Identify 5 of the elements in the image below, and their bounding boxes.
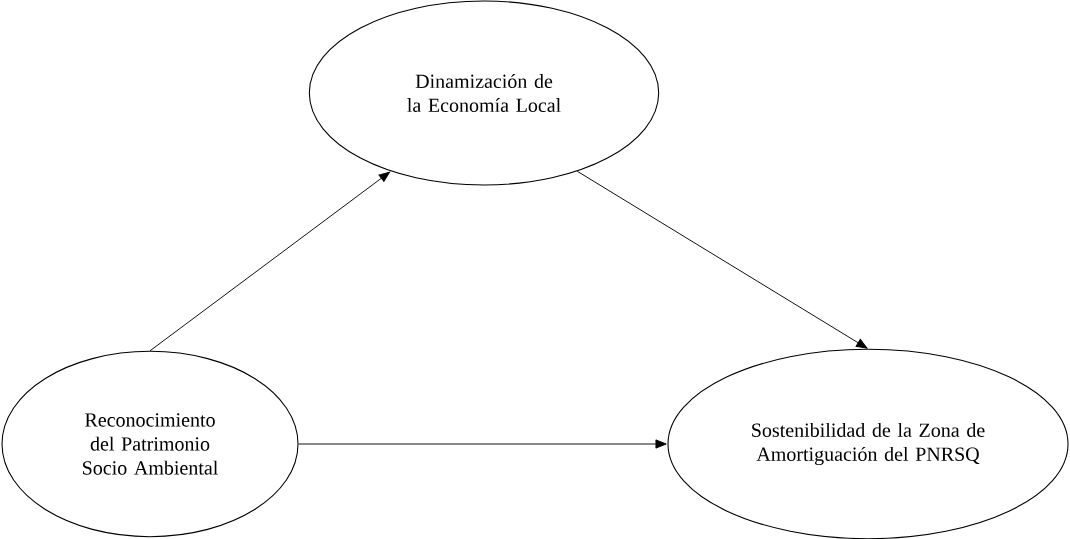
arrow: [298, 439, 667, 449]
ellipse-node: Dinamización de la Economía Local: [308, 0, 660, 186]
arrow: [149, 171, 391, 352]
ellipse-node: Reconocimiento del Patrimonio Socio Ambiental: [1, 350, 299, 538]
arrow: [576, 170, 868, 349]
